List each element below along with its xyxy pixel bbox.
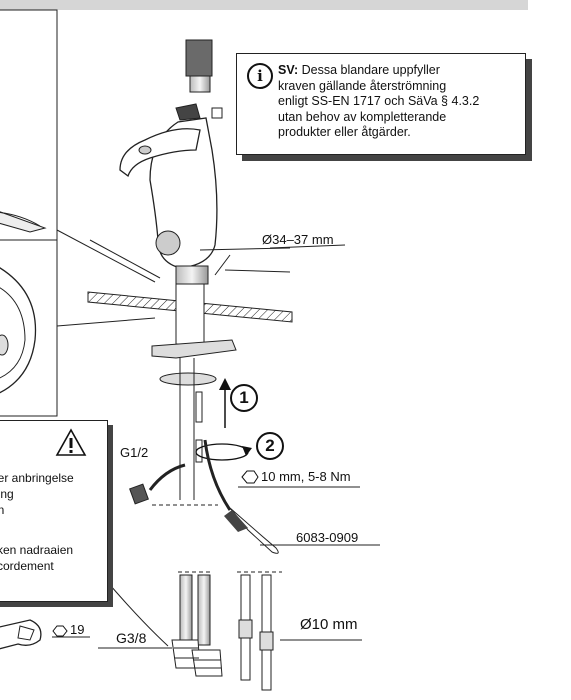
step-2-badge: 2 [256,432,284,460]
hex-icon [241,470,259,484]
warning-line: kken nadraaien [0,543,74,557]
copper-pipes [238,574,274,691]
g38-label: G3/8 [116,630,147,646]
hole-diameter-label: Ø34–37 mm [262,232,334,247]
warning-box: tter anbringelse ning en kken nadraaien … [0,420,108,602]
leader-line [56,317,156,327]
warning-line: ning [0,487,14,501]
torque-label: 10 mm, 5-8 Nm [261,469,351,484]
part-number-label: 6083-0909 [296,530,359,545]
warning-line: tter anbringelse [0,471,74,485]
nut-washer [159,372,217,386]
wrench [0,619,42,650]
warning-triangle-icon [55,428,87,456]
detail-panel-bottom [0,239,58,417]
top-band [0,0,528,10]
info-icon: i [247,63,273,89]
spout-pipe [185,39,213,77]
wrench-size-label: 19 [70,622,85,637]
warning-line: en [0,503,4,517]
leader-line [56,229,156,283]
supply-hoses [171,574,223,677]
mounting-plate [151,339,237,359]
info-note-text: SV: Dessa blandare uppfyller kraven gäll… [278,63,480,139]
info-note-box: i SV: Dessa blandare uppfyller kraven gä… [236,53,526,155]
g12-label: G1/2 [120,445,149,460]
hex-icon [52,625,68,637]
mixer-body [119,117,218,285]
vacuum-breaker [175,103,201,121]
detail-panel-top [0,9,58,241]
pipe-diameter-label: Ø10 mm [300,616,358,633]
step-1-badge: 1 [230,384,258,412]
warning-line: ccordement [0,559,54,573]
